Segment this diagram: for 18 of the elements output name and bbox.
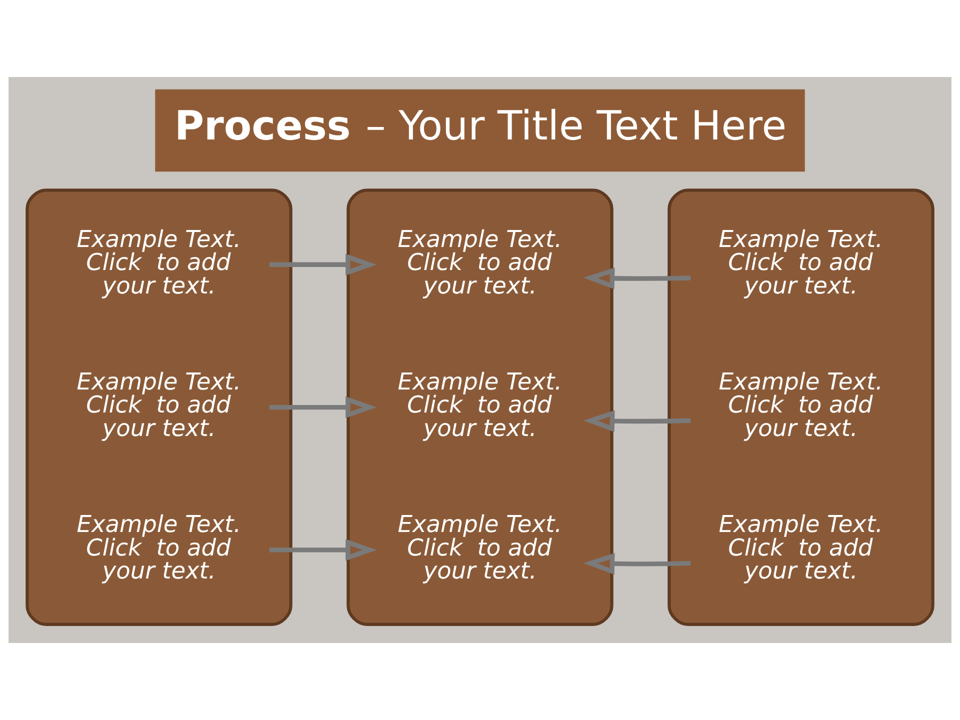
cluster — [668, 188, 934, 626]
node-text: Example Text. Click to add your text. — [718, 368, 883, 442]
node-text: Example Text. Click to add your text. — [718, 226, 883, 300]
cluster — [26, 188, 292, 626]
arrow — [583, 552, 691, 575]
node-text: Example Text. Click to add your text. — [398, 226, 562, 300]
arrow — [270, 539, 377, 561]
arrow — [270, 254, 377, 276]
node-text: Example Text. Click to add your text. — [398, 511, 562, 585]
diagram-title: Process – Your Title Text Here — [174, 102, 786, 150]
node-text: Example Text. Click to add your text. — [398, 368, 562, 442]
node-text: Example Text. Click to add your text. — [76, 511, 241, 585]
node-text: Example Text. Click to add your text. — [76, 368, 241, 442]
arrow — [583, 268, 691, 290]
node-text: Example Text. Click to add your text. — [718, 511, 883, 585]
node-text: Example Text. Click to add your text. — [76, 226, 241, 300]
arrow — [583, 410, 691, 432]
arrow — [270, 396, 377, 418]
